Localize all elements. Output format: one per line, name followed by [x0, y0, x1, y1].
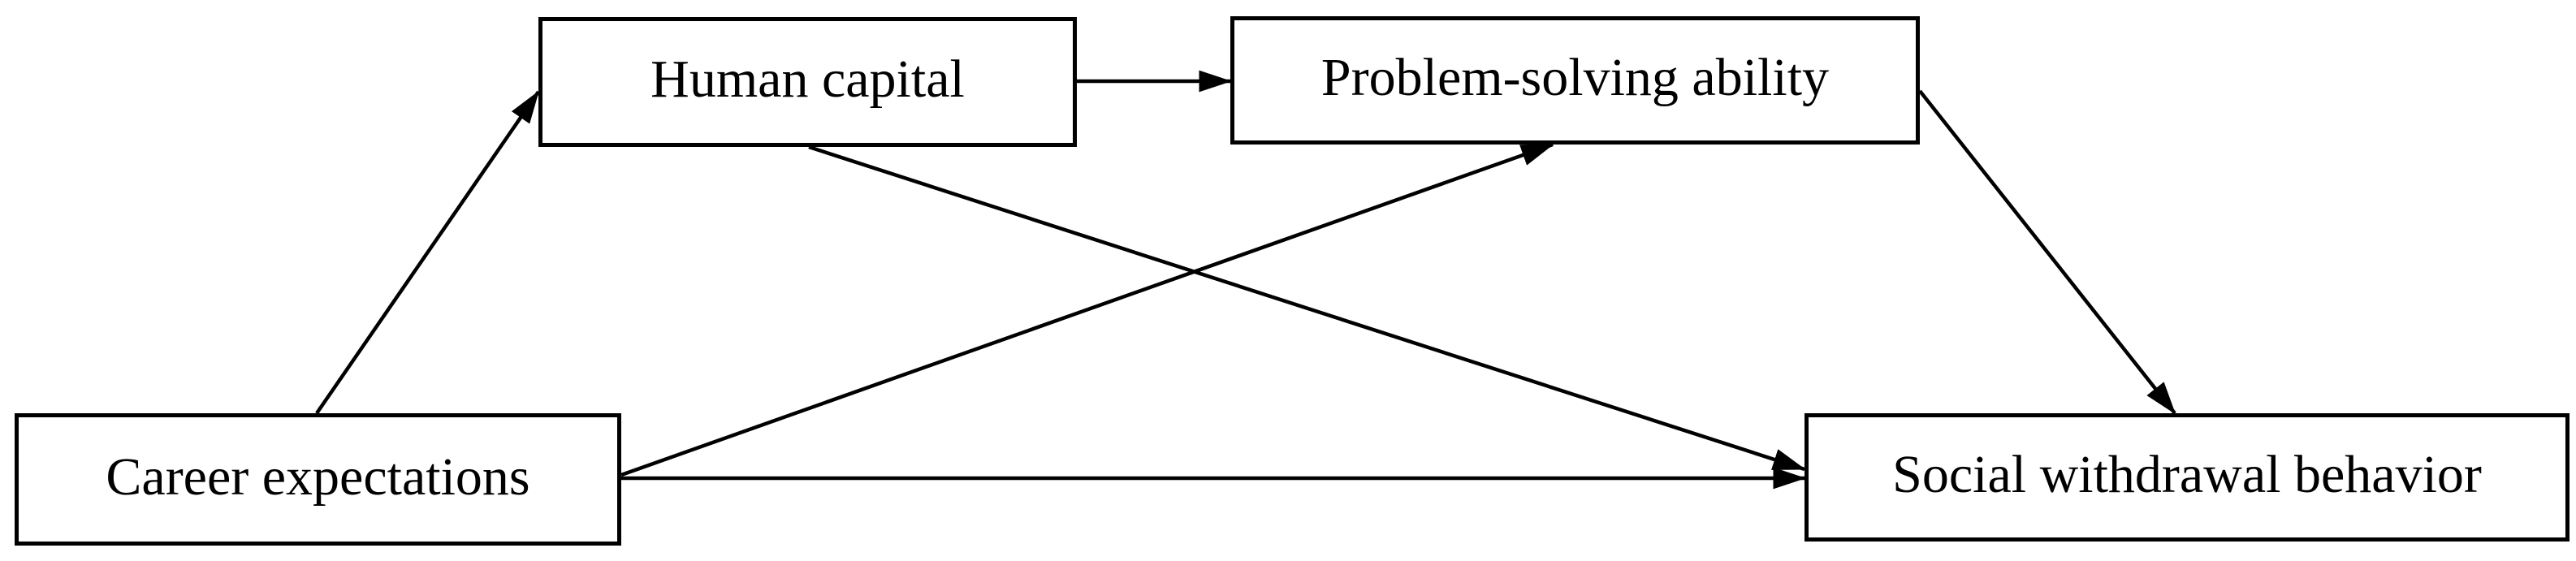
node-human-capital: Human capital: [538, 17, 1077, 147]
arrow-problem-to-social: [1918, 89, 2176, 415]
node-human-capital-label: Human capital: [650, 50, 965, 109]
node-career-expectations-label: Career expectations: [106, 447, 530, 507]
node-social-withdrawal-behavior: Social withdrawal behavior: [1804, 413, 2570, 542]
node-social-withdrawal-behavior-label: Social withdrawal behavior: [1892, 445, 2482, 504]
node-problem-solving-ability: Problem-solving ability: [1230, 16, 1920, 145]
arrow-human-to-social: [808, 145, 1806, 472]
arrow-career-to-problem: [620, 142, 1554, 477]
arrow-career-to-human: [315, 90, 540, 415]
node-problem-solving-ability-label: Problem-solving ability: [1320, 48, 1830, 107]
node-career-expectations: Career expectations: [15, 413, 621, 546]
